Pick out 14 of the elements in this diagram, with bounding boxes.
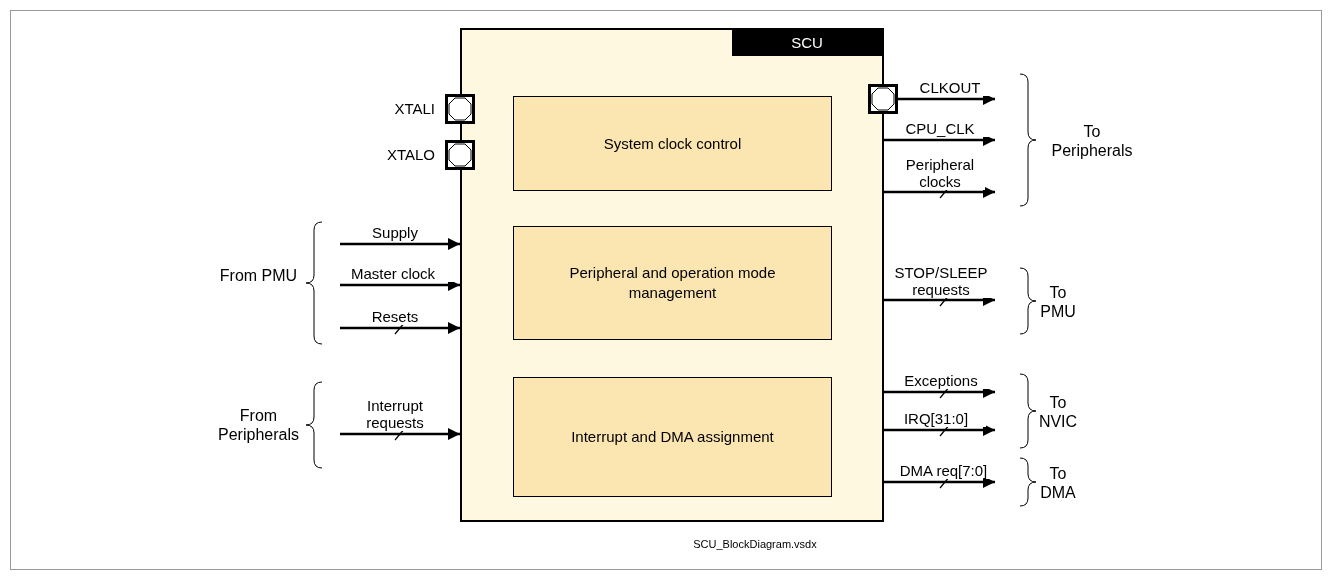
- block-title: SCU: [732, 30, 882, 56]
- arrow: [340, 321, 460, 335]
- process-box: System clock control: [513, 96, 832, 191]
- pad-symbol: [445, 140, 475, 170]
- arrow: [884, 185, 995, 199]
- pad-symbol: [868, 84, 898, 114]
- arrow: [340, 237, 460, 251]
- block-outline: [460, 28, 884, 522]
- file-name: SCU_BlockDiagram.vsdx: [690, 538, 820, 551]
- arrow: [884, 423, 995, 437]
- arrow: [340, 427, 460, 441]
- process-box: Interrupt and DMA assignment: [513, 377, 832, 497]
- pad-symbol: [445, 94, 475, 124]
- process-box: Peripheral and operation mode management: [513, 226, 832, 340]
